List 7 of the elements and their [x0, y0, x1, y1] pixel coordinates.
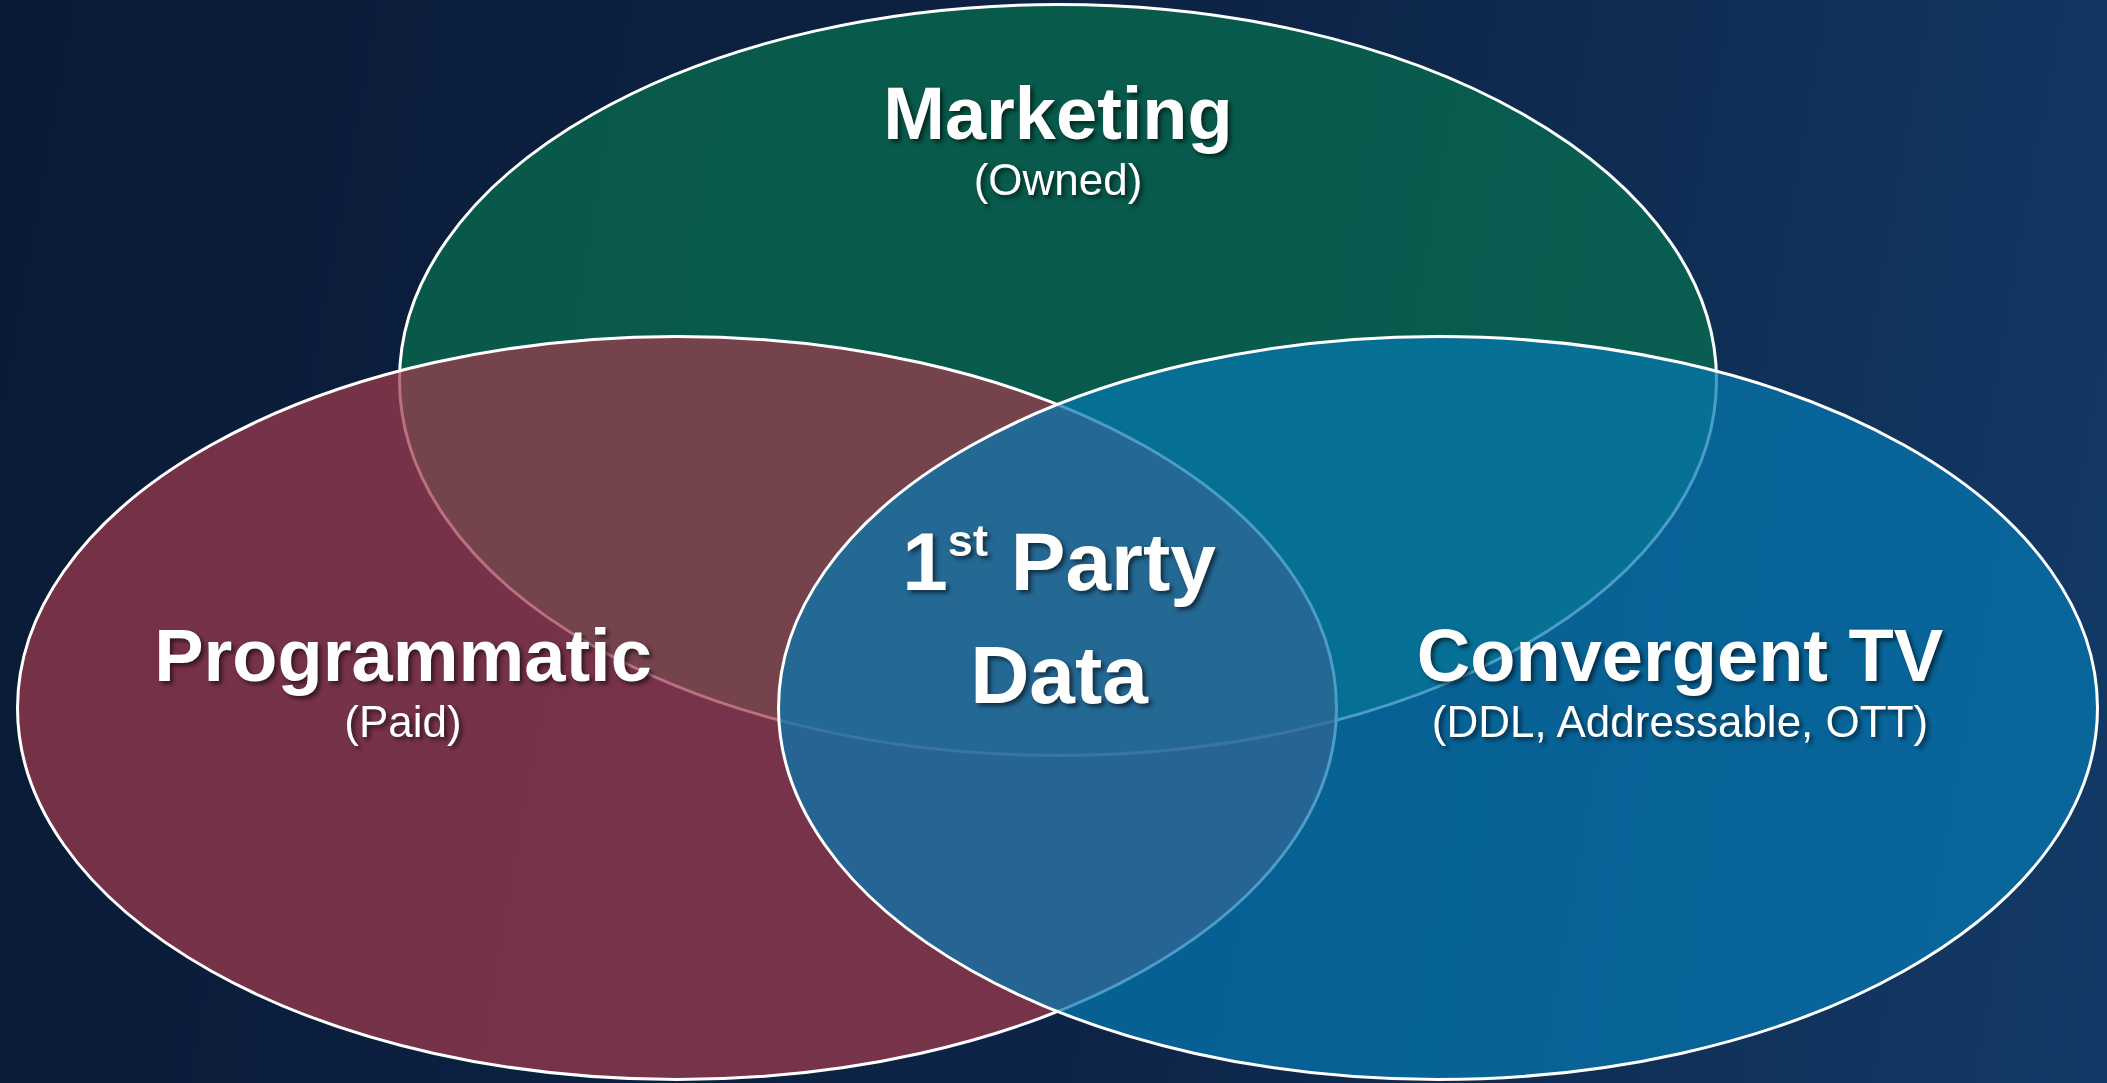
set-subtitle: (DDL, Addressable, OTT) [1431, 696, 1929, 749]
set-title: Programmatic [154, 615, 652, 697]
set-title: Convergent TV [1416, 615, 1944, 697]
set-title: Marketing [883, 73, 1233, 155]
set-subtitle: (Paid) [344, 696, 462, 749]
intersection-label: 1$^{st}$ Party Data [901, 514, 1217, 723]
set-subtitle: (Owned) [973, 154, 1143, 207]
